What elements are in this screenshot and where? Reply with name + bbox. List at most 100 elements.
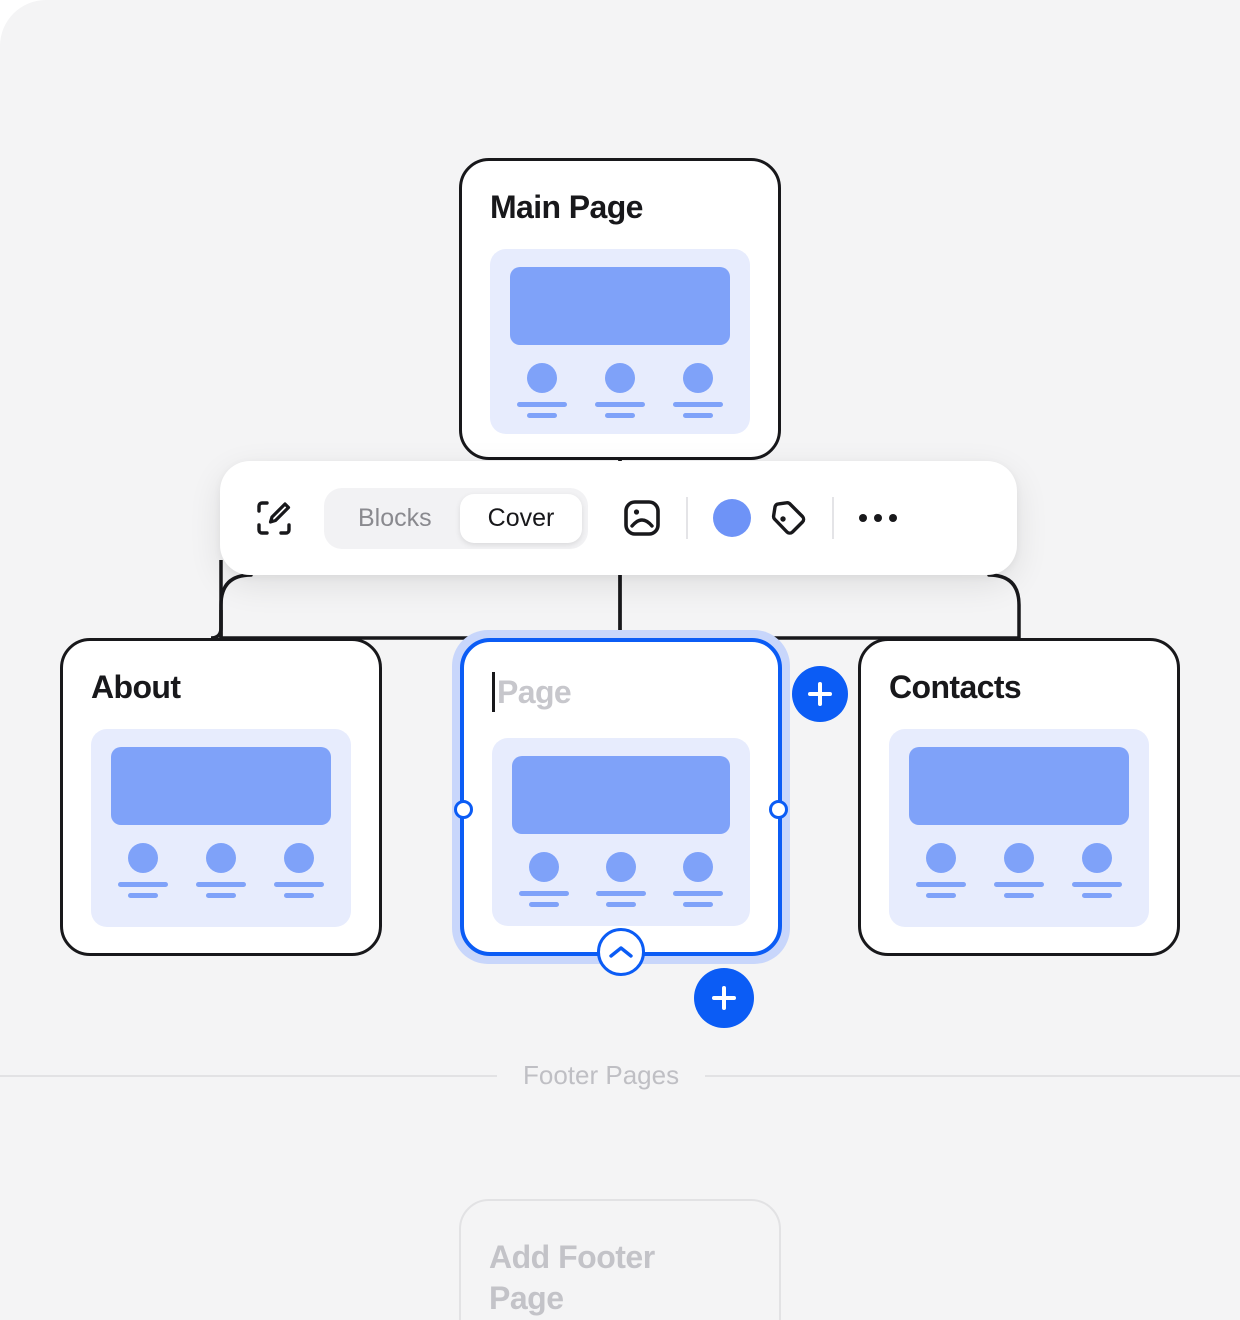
thumbnail-line [274,882,324,887]
thumbnail-column [115,843,171,898]
thumbnail-avatar [1004,843,1034,873]
thumbnail-banner [111,747,331,825]
color-swatch-button[interactable] [704,490,760,546]
page-card-selected-wrapper: Page [452,630,790,976]
thumbnail-line [527,413,557,418]
plus-icon [808,692,832,696]
more-options-button[interactable] [850,490,906,546]
collapse-toggle-button[interactable] [597,928,645,976]
toolbar-divider [686,497,689,539]
thumbnail-line [994,882,1044,887]
tab-cover[interactable]: Cover [459,493,583,543]
floating-toolbar[interactable]: Blocks Cover [220,461,1017,575]
thumbnail-line [673,891,723,896]
page-thumbnail [492,738,750,926]
page-card-selected[interactable]: Page [454,638,788,976]
thumbnail-line [284,893,314,898]
toolbar-divider [832,497,835,539]
page-card-title: Contacts [889,669,1022,705]
page-thumbnail [889,729,1149,927]
page-card-title: About [91,669,181,705]
thumbnail-column [1069,843,1125,898]
chevron-up-icon [609,946,633,958]
page-card-title-input[interactable]: Page [492,672,750,712]
thumbnail-line [196,882,246,887]
thumbnail-line [673,402,723,407]
thumbnail-columns [909,843,1129,898]
tag-icon [772,501,806,535]
thumbnail-avatar [926,843,956,873]
thumbnail-column [271,843,327,898]
thumbnail-banner [909,747,1129,825]
thumbnail-line [128,893,158,898]
page-thumbnail [490,249,750,434]
thumbnail-line [1072,882,1122,887]
thumbnail-avatar [605,363,635,393]
add-footer-page-card[interactable]: Add Footer Page [459,1199,781,1320]
tag-button[interactable] [760,490,816,546]
thumbnail-avatar [529,852,559,882]
thumbnail-avatar [527,363,557,393]
add-footer-page-label: Add Footer Page [489,1239,655,1316]
resize-handle-right[interactable] [769,800,788,819]
thumbnail-avatar [284,843,314,873]
thumbnail-line [683,413,713,418]
thumbnail-line [519,891,569,896]
page-card-about[interactable]: About [60,638,382,956]
thumbnail-column [193,843,249,898]
page-card-title-placeholder: Page [497,674,572,710]
thumbnail-line [1004,893,1034,898]
frame-pencil-icon [257,501,291,535]
thumbnail-avatar [1082,843,1112,873]
thumbnail-line [206,893,236,898]
thumbnail-line [926,893,956,898]
more-horizontal-icon [859,514,898,522]
thumbnail-line [606,902,636,907]
thumbnail-banner [512,756,730,834]
thumbnail-line [605,413,635,418]
footer-section-divider: Footer Pages [0,1060,1240,1091]
thumbnail-avatar [683,363,713,393]
thumbnail-banner [510,267,730,345]
thumbnail-line [517,402,567,407]
thumbnail-column [670,852,726,907]
resize-handle-left[interactable] [454,800,473,819]
thumbnail-line [1082,893,1112,898]
thumbnail-line [683,902,713,907]
add-sibling-page-button[interactable] [792,666,848,722]
color-swatch [713,499,752,537]
footer-section-label: Footer Pages [523,1060,680,1090]
cover-image-button[interactable] [614,490,670,546]
thumbnail-line [529,902,559,907]
thumbnail-columns [512,852,730,907]
page-card-contacts[interactable]: Contacts [858,638,1180,956]
thumbnail-line [595,402,645,407]
thumbnail-line [916,882,966,887]
thumbnail-column [516,852,572,907]
thumbnail-column [592,363,648,418]
thumbnail-column [514,363,570,418]
divider-rule-right [705,1074,1240,1077]
image-icon [624,500,661,536]
tab-blocks[interactable]: Blocks [358,503,432,532]
thumbnail-avatar [606,852,636,882]
thumbnail-column [991,843,1047,898]
thumbnail-avatar [683,852,713,882]
thumbnail-columns [111,843,331,898]
divider-rule-left [0,1074,497,1077]
add-child-page-button[interactable] [694,968,754,1028]
thumbnail-avatar [206,843,236,873]
view-mode-segmented-control[interactable]: Blocks Cover [324,487,589,549]
plus-icon [712,996,736,1000]
thumbnail-column [593,852,649,907]
page-card-main[interactable]: Main Page [459,158,781,460]
thumbnail-avatar [128,843,158,873]
thumbnail-line [596,891,646,896]
page-thumbnail [91,729,351,927]
thumbnail-line [118,882,168,887]
edit-frame-button[interactable] [246,490,302,546]
thumbnail-column [670,363,726,418]
text-caret [492,672,495,712]
page-card-title: Main Page [490,189,643,225]
